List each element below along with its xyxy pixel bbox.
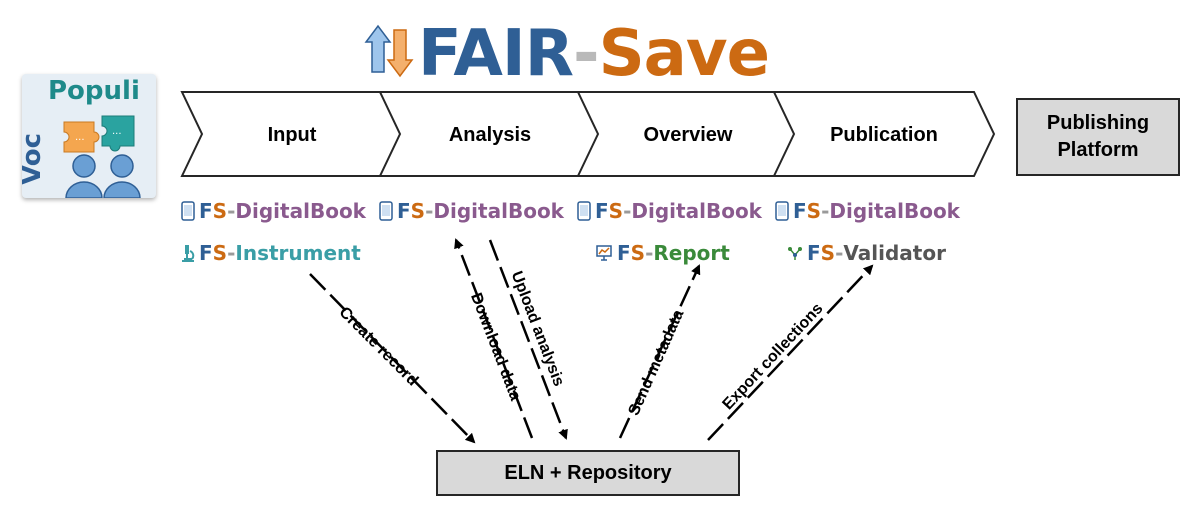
arrow-create-record — [309, 273, 476, 444]
stage-label-analysis: Analysis — [448, 124, 532, 146]
arrow-send-metadata — [618, 264, 701, 439]
instrument-label: Instrument — [235, 241, 361, 265]
fair-save-title: FAIR-Save — [418, 14, 770, 94]
tablet-icon — [577, 201, 591, 221]
stage-label-input: Input — [267, 124, 317, 146]
eln-repository-label: ELN + Repository — [504, 461, 672, 484]
logo-text-populi: Populi — [48, 76, 140, 106]
svg-text:...: ... — [112, 126, 122, 137]
tablet-icon — [379, 201, 393, 221]
updown-arrows-icon — [364, 24, 414, 78]
people-icon — [65, 154, 141, 198]
report-label: Report — [653, 241, 730, 265]
stage-chevron-publication — [772, 91, 996, 177]
validator-label: Validator — [843, 241, 946, 265]
stage-label-overview: Overview — [643, 124, 733, 146]
publishing-platform-box: Publishing Platform — [1016, 98, 1180, 176]
eln-repository-box: ELN + Repository — [436, 450, 740, 496]
tablet-icon — [775, 201, 789, 221]
logo-text-voc: Voc — [22, 133, 47, 185]
tablet-icon — [181, 201, 195, 221]
stage-label-publication: Publication — [830, 124, 938, 146]
vocpopuli-logo: ... ... Populi Voc — [22, 74, 156, 198]
title-save: Save — [598, 17, 770, 91]
arrow-upload-analysis — [488, 239, 568, 440]
arrow-export-collections — [707, 264, 874, 441]
publishing-platform-label: Publishing Platform — [1046, 112, 1150, 161]
arrow-download-data — [454, 238, 534, 439]
monitor-chart-icon — [596, 245, 612, 261]
network-nodes-icon — [788, 247, 802, 260]
title-dash: - — [573, 17, 600, 91]
puzzle-pieces-icon: ... ... — [63, 115, 135, 153]
microscope-icon — [182, 245, 195, 262]
svg-text:...: ... — [75, 132, 85, 143]
title-fair: FAIR — [418, 17, 574, 91]
